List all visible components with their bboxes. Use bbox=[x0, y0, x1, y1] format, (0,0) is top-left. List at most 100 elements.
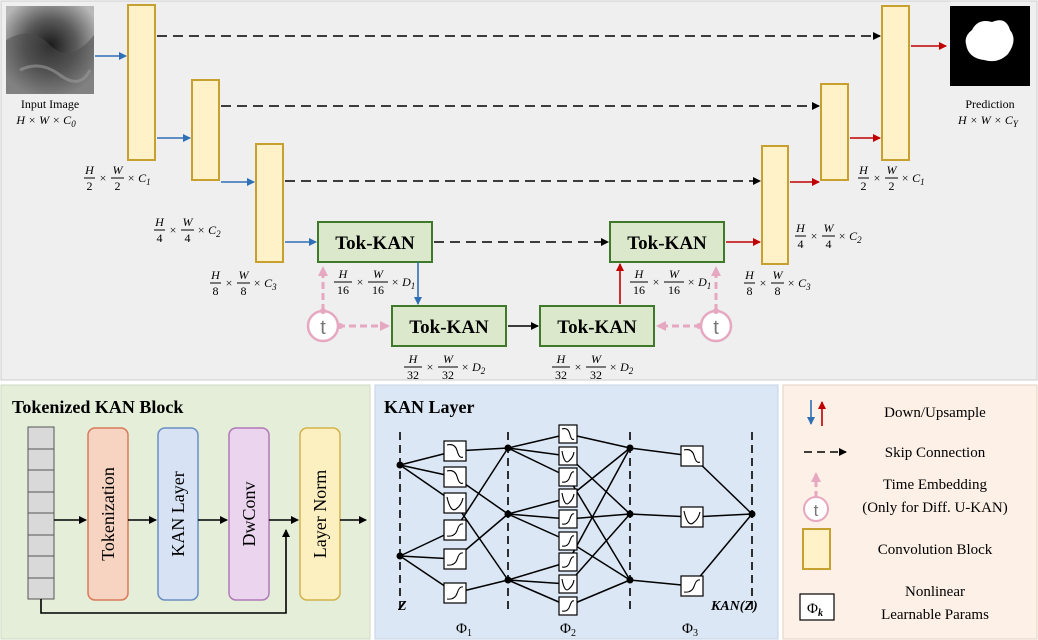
phi1-function-3 bbox=[443, 519, 467, 541]
dim-label-d5: H32×W32× D2 bbox=[404, 352, 486, 382]
svg-text:Tokenization: Tokenization bbox=[98, 467, 118, 561]
decoder-conv-block-3 bbox=[761, 145, 789, 265]
svg-text:×: × bbox=[170, 223, 177, 237]
u-kan-panel bbox=[0, 0, 1038, 381]
svg-text:H: H bbox=[744, 268, 755, 282]
svg-text:H: H bbox=[556, 352, 567, 366]
tok-kan-block-enc1: Tok-KAN bbox=[317, 221, 433, 263]
skip-connections bbox=[157, 32, 881, 246]
time-embedding-left: t bbox=[306, 266, 390, 343]
svg-text:W: W bbox=[239, 268, 250, 282]
stage-dwconv: DwConv bbox=[228, 427, 270, 601]
dim-label-d5: H32×W32× D2 bbox=[552, 352, 634, 382]
dim-label-d4: H16×W16× D1 bbox=[630, 267, 711, 297]
legend-phi-icon: Φk bbox=[799, 593, 835, 621]
svg-text:×: × bbox=[575, 360, 582, 374]
downsample-arrows bbox=[95, 52, 422, 305]
svg-text:×: × bbox=[427, 360, 434, 374]
kan-output-node-0 bbox=[748, 510, 756, 518]
svg-text:×: × bbox=[811, 229, 818, 243]
dim-label-d3: H8×W8× C3 bbox=[210, 268, 277, 298]
encoder-conv-block-2 bbox=[191, 79, 220, 181]
kan-output-label: KAN(Z) bbox=[710, 599, 758, 614]
prediction-label: Prediction bbox=[965, 97, 1014, 111]
svg-text:×: × bbox=[357, 275, 364, 289]
legend-down-upsample: Down/Upsample bbox=[884, 405, 986, 421]
svg-text:8: 8 bbox=[775, 284, 781, 298]
svg-text:×: × bbox=[760, 276, 767, 290]
svg-text:4: 4 bbox=[826, 237, 832, 251]
legend-convolution-block: Convolution Block bbox=[878, 542, 993, 558]
svg-text:× C3: × C3 bbox=[253, 276, 277, 292]
kan-input-node-0 bbox=[396, 461, 404, 469]
svg-text:H: H bbox=[338, 267, 349, 281]
svg-text:W: W bbox=[591, 352, 602, 366]
svg-text:Tok-KAN: Tok-KAN bbox=[627, 233, 707, 254]
decoder-conv-block-1 bbox=[881, 5, 910, 161]
svg-text:2: 2 bbox=[889, 179, 895, 193]
legend-conv-icon bbox=[802, 528, 831, 570]
phi-1-label: Φ1 bbox=[456, 621, 472, 639]
stage-layer-norm: Layer Norm bbox=[299, 427, 341, 601]
svg-text:× D1: × D1 bbox=[391, 275, 415, 291]
svg-text:H: H bbox=[795, 221, 806, 235]
phi1-function-2 bbox=[443, 492, 467, 514]
svg-text:8: 8 bbox=[213, 284, 219, 298]
svg-text:4: 4 bbox=[157, 231, 163, 245]
svg-text:16: 16 bbox=[372, 283, 384, 297]
legend-time-icon: t bbox=[803, 472, 829, 522]
svg-text:H: H bbox=[408, 352, 419, 366]
kan-layer-title: KAN Layer bbox=[384, 397, 474, 417]
svg-text:W: W bbox=[887, 163, 898, 177]
tok-kan-block-dec2: Tok-KAN bbox=[539, 305, 655, 347]
legend-down-up-icon bbox=[807, 400, 826, 426]
svg-text:× C2: × C2 bbox=[197, 223, 221, 239]
phi1-function-0 bbox=[443, 440, 467, 462]
svg-text:×: × bbox=[226, 276, 233, 290]
input-label: Input Image bbox=[21, 97, 79, 111]
encoder-conv-block-3 bbox=[255, 143, 284, 263]
kan-hidden2-node-0 bbox=[626, 444, 634, 452]
svg-text:32: 32 bbox=[555, 368, 567, 382]
svg-text:H: H bbox=[84, 163, 95, 177]
kan-input-node-1 bbox=[396, 552, 404, 560]
tokenized-block-title: Tokenized KAN Block bbox=[12, 397, 183, 417]
upsample-arrows bbox=[616, 42, 947, 304]
svg-text:W: W bbox=[373, 267, 384, 281]
dim-label-d1: H2×W2× C1 bbox=[858, 163, 925, 193]
phi3-function-1 bbox=[680, 506, 704, 528]
phi2-function-0 bbox=[558, 424, 578, 444]
phi2-function-5 bbox=[558, 531, 578, 551]
prediction-dims: H × W × CY bbox=[957, 113, 1019, 129]
kan-hidden1-node-1 bbox=[504, 510, 512, 518]
svg-text:2: 2 bbox=[87, 179, 93, 193]
phi1-function-5 bbox=[443, 582, 467, 604]
svg-text:H: H bbox=[154, 215, 165, 229]
svg-text:H: H bbox=[858, 163, 869, 177]
kan-hidden2-node-2 bbox=[626, 576, 634, 584]
svg-text:DwConv: DwConv bbox=[239, 481, 259, 546]
phi2-function-6 bbox=[558, 552, 578, 572]
tok-kan-block-dec1: Tok-KAN bbox=[609, 221, 725, 263]
svg-text:× D2: × D2 bbox=[461, 360, 486, 376]
legend-diff-note: (Only for Diff. U-KAN) bbox=[862, 500, 1008, 516]
svg-text:t: t bbox=[713, 317, 719, 339]
phi2-function-4 bbox=[558, 509, 578, 529]
dim-label-d2: H 4 × W 4 × C2 bbox=[154, 215, 221, 245]
block-flow-arrows bbox=[40, 516, 367, 614]
svg-text:W: W bbox=[183, 215, 194, 229]
svg-text:t: t bbox=[320, 317, 326, 339]
svg-text:Φk: Φk bbox=[807, 601, 823, 619]
svg-text:× C3: × C3 bbox=[787, 276, 811, 292]
svg-text:16: 16 bbox=[633, 283, 645, 297]
svg-text:8: 8 bbox=[241, 284, 247, 298]
svg-text:4: 4 bbox=[185, 231, 191, 245]
input-dims: H × W × C0 bbox=[15, 113, 76, 129]
svg-text:32: 32 bbox=[442, 368, 454, 382]
legend-skip-connection: Skip Connection bbox=[885, 445, 986, 461]
phi3-function-0 bbox=[680, 445, 704, 467]
stage-kan-layer: KAN Layer bbox=[157, 427, 199, 601]
phi2-function-3 bbox=[558, 488, 578, 508]
phi2-function-7 bbox=[558, 574, 578, 594]
